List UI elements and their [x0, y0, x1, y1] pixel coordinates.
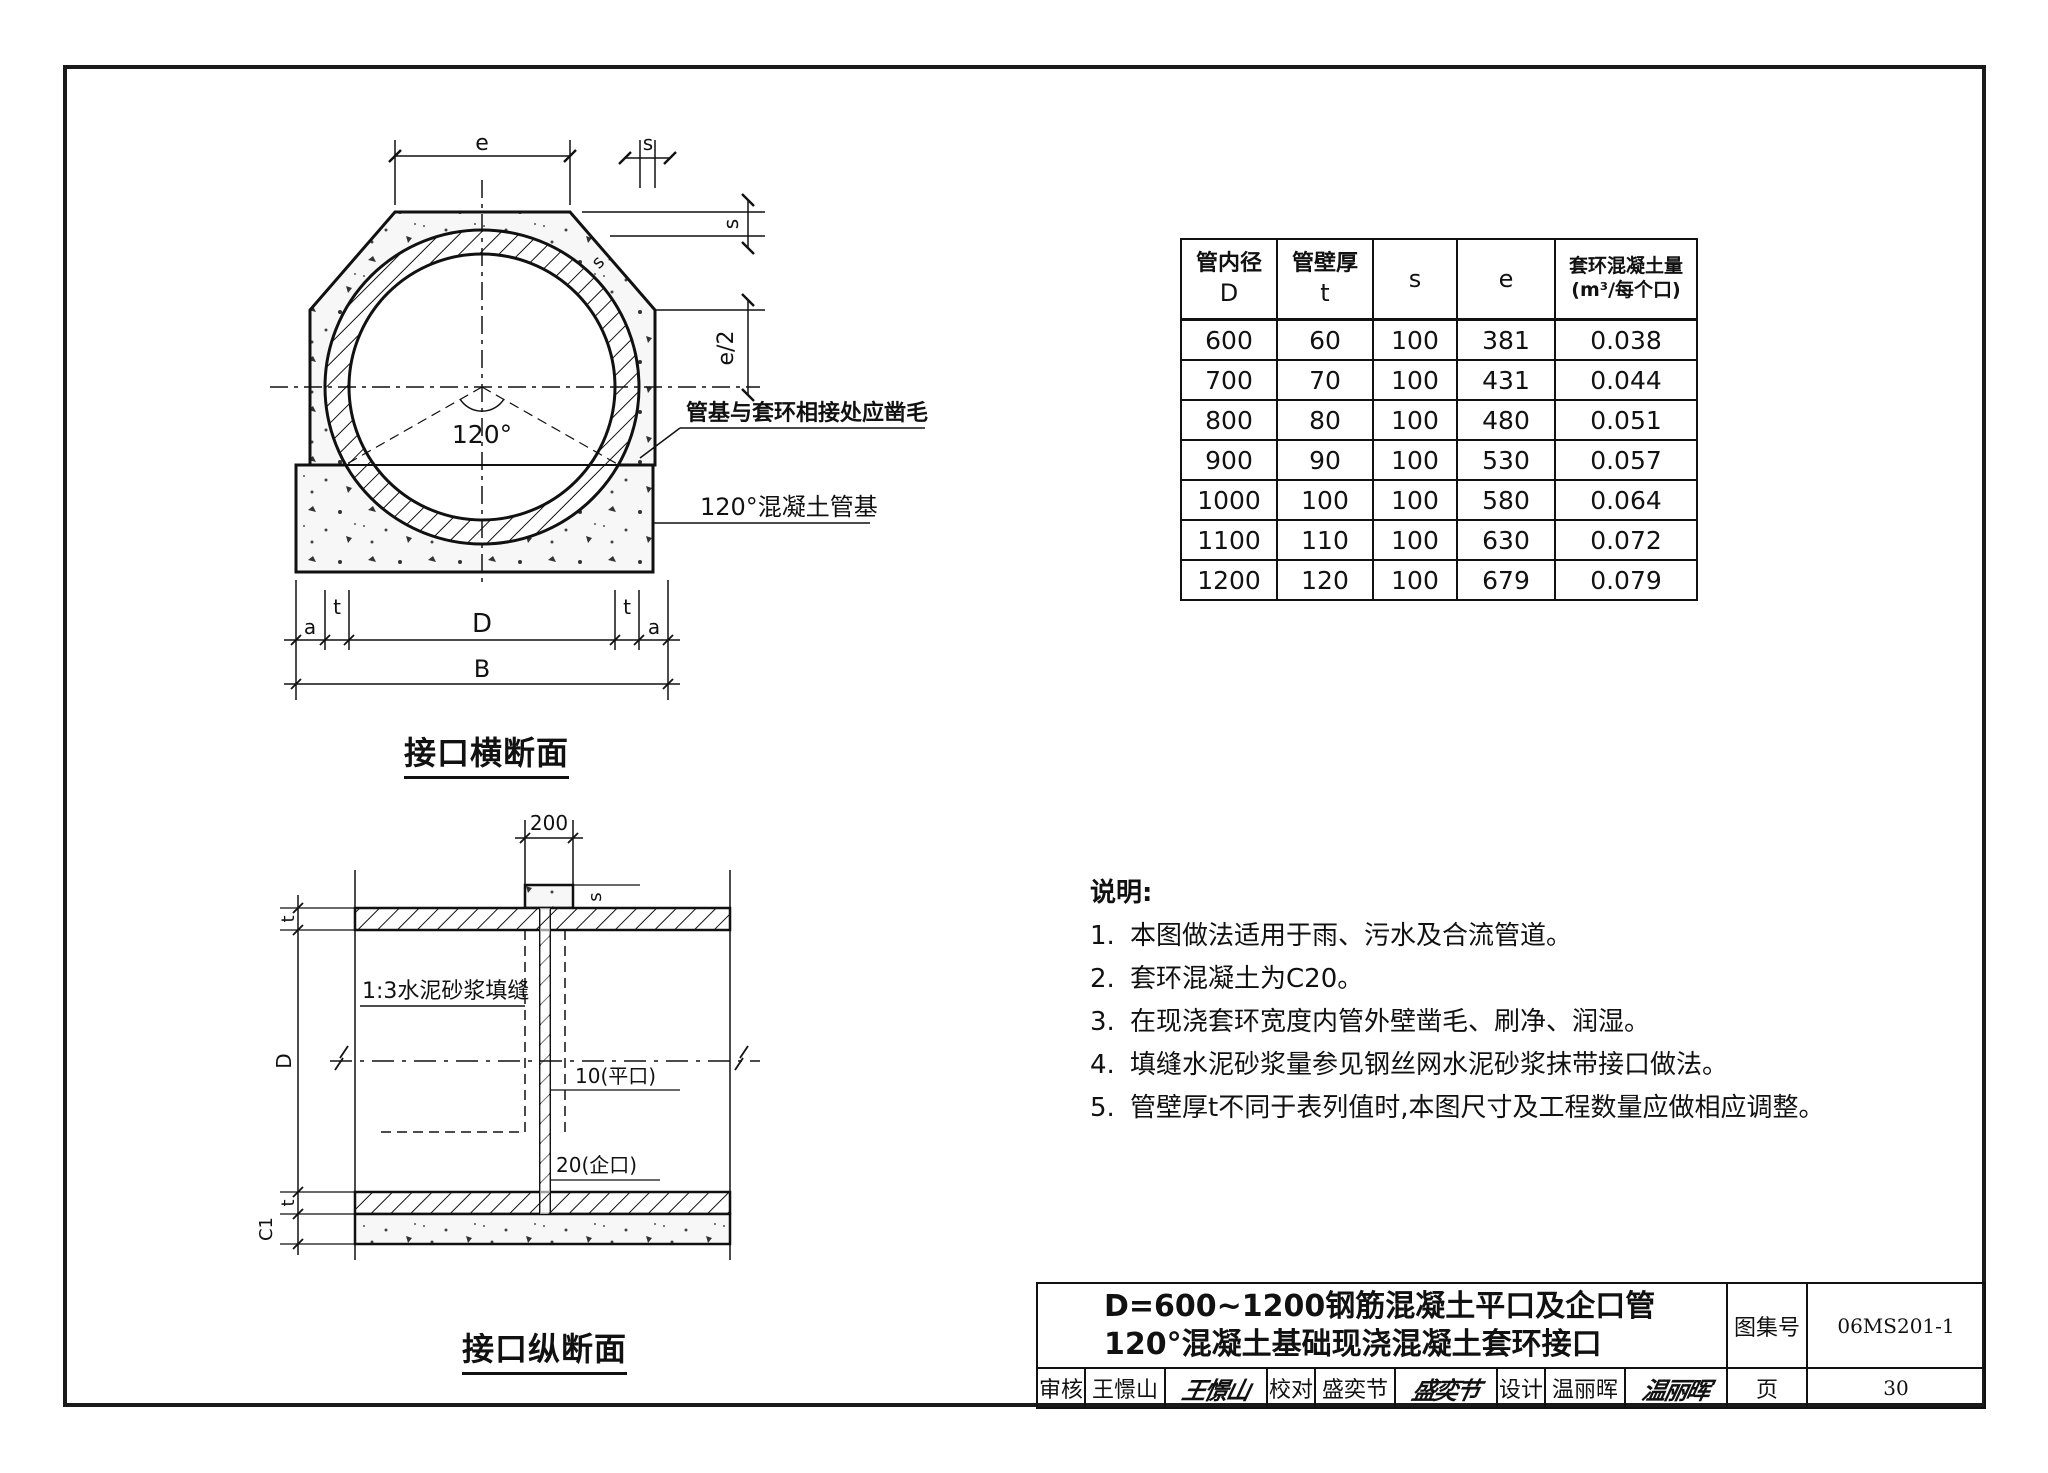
dim-t-left: t	[333, 595, 341, 619]
note-item: 1.本图做法适用于雨、污水及合流管道。	[1090, 921, 1573, 951]
label-mortar: 1:3水泥砂浆填缝	[362, 979, 529, 1004]
callout-roughen: 管基与套环相接处应凿毛	[686, 400, 928, 426]
title-block: D=600~1200钢筋混凝土平口及企口管 120°混凝土基础现浇混凝土套环接口…	[1036, 1282, 1986, 1409]
top-collar	[523, 883, 575, 910]
label-tongue-joint: 20(企口)	[556, 1153, 637, 1177]
dim-200: 200	[530, 811, 568, 835]
dim-a-right: a	[648, 615, 660, 639]
callout-base: 120°混凝土管基	[700, 493, 878, 521]
notes-title: 说明:	[1090, 878, 1153, 908]
table-header: e	[1456, 238, 1556, 321]
dim-t-right: t	[623, 595, 631, 619]
design-signature: 温丽晖	[1624, 1367, 1728, 1409]
atlas-label: 图集号	[1726, 1282, 1808, 1369]
base-slab	[353, 1212, 732, 1246]
dim-D: D	[472, 609, 492, 639]
check-label: 校对	[1266, 1367, 1316, 1409]
check-signature: 盛奕节	[1394, 1367, 1498, 1409]
dim-a-left: a	[304, 615, 316, 639]
label-flat-joint: 10(平口)	[575, 1064, 656, 1088]
dim-B: B	[474, 655, 490, 683]
review-name: 王憬山	[1084, 1367, 1166, 1409]
dim-C1: C1	[256, 1217, 277, 1241]
table-header: 套环混凝土量(m³/每个口)	[1554, 238, 1698, 321]
note-item: 2.套环混凝土为C20。	[1090, 964, 1364, 994]
angle-label: 120°	[452, 420, 512, 449]
table-header: s	[1372, 238, 1458, 321]
design-name: 温丽晖	[1544, 1367, 1626, 1409]
dim-t-top-long: t	[278, 915, 299, 922]
note-item: 4.填缝水泥砂浆量参见钢丝网水泥砂浆抹带接口做法。	[1090, 1050, 1729, 1080]
check-name: 盛奕节	[1314, 1367, 1396, 1409]
page-label: 页	[1726, 1367, 1808, 1409]
longitudinal-section-drawing: 200 s t D t C1 1:3水泥砂浆填缝 10(平口) 20(企口)	[256, 811, 760, 1260]
note-item: 5.管壁厚t不同于表列值时,本图尺寸及工程数量应做相应调整。	[1090, 1093, 1825, 1123]
notes-block: 说明: 1.本图做法适用于雨、污水及合流管道。 2.套环混凝土为C20。 3.在…	[1090, 872, 1824, 1130]
cross-section-drawing: 120° e s s e/2 s 管基与套环相接处应凿毛 120°混凝土管基	[270, 131, 928, 700]
dim-s-top: s	[643, 131, 653, 155]
drawing-title: D=600~1200钢筋混凝土平口及企口管 120°混凝土基础现浇混凝土套环接口	[1036, 1282, 1728, 1369]
dim-D-long: D	[272, 1053, 296, 1068]
dim-s-side: s	[719, 219, 743, 229]
review-signature: 王憬山	[1164, 1367, 1268, 1409]
design-label: 设计	[1496, 1367, 1546, 1409]
atlas-number: 06MS201-1	[1806, 1282, 1986, 1369]
longitudinal-section-caption: 接口纵断面	[462, 1324, 628, 1375]
dim-e: e	[475, 131, 489, 156]
drawing-frame	[63, 65, 1986, 1407]
dim-t-bottom-long: t	[278, 1199, 299, 1206]
note-item: 3.在现浇套环宽度内管外壁凿毛、刷净、润湿。	[1090, 1007, 1651, 1037]
page-number: 30	[1806, 1367, 1986, 1409]
review-label: 审核	[1036, 1367, 1086, 1409]
cross-section-caption: 接口横断面	[404, 728, 570, 779]
dim-s-long: s	[585, 892, 606, 901]
dim-e-half: e/2	[714, 331, 739, 366]
